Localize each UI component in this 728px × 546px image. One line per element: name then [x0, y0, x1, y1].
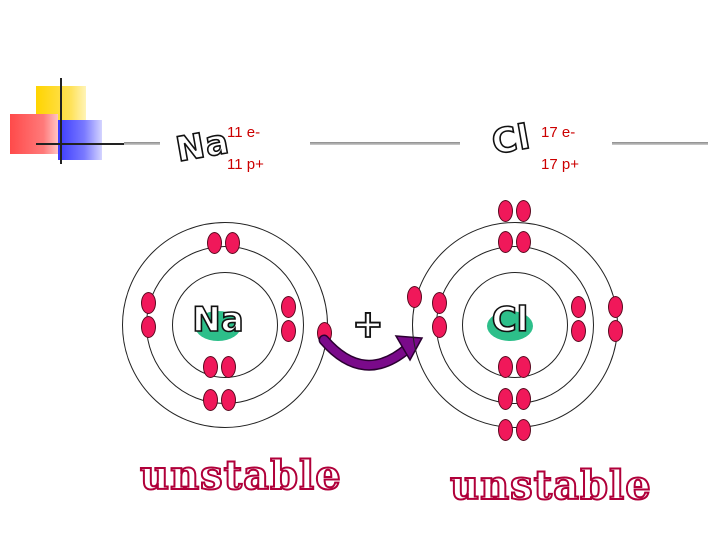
chlorine-electron — [608, 296, 623, 318]
header-rule-middle — [310, 142, 460, 145]
chlorine-electron — [608, 320, 623, 342]
chlorine-electron — [516, 356, 531, 378]
chlorine-proton-count: 17 p+ — [541, 156, 579, 173]
sodium-proton-count: 11 p+ — [227, 156, 264, 173]
sodium-electron — [203, 389, 218, 411]
chlorine-electron — [498, 200, 513, 222]
sodium-electron — [225, 232, 240, 254]
sodium-symbol: Na — [173, 122, 233, 171]
chlorine-electron — [516, 388, 531, 410]
sodium-electron — [221, 389, 236, 411]
chlorine-electron — [516, 419, 531, 441]
header-rule-right — [612, 142, 708, 145]
decor-blue-square — [58, 120, 102, 160]
sodium-electron — [281, 296, 296, 318]
chlorine-electron — [432, 316, 447, 338]
decor-red-square — [10, 114, 58, 154]
chlorine-electron — [516, 231, 531, 253]
chlorine-electron — [498, 231, 513, 253]
chlorine-electron — [498, 388, 513, 410]
chlorine-electron — [571, 320, 586, 342]
chlorine-electron — [516, 200, 531, 222]
chlorine-electron — [407, 286, 422, 308]
chlorine-electron — [432, 292, 447, 314]
decor-horizontal-line — [36, 143, 128, 145]
header-rule-left — [124, 142, 160, 145]
sodium-status-label: unstable — [140, 452, 342, 499]
decor-vertical-line — [60, 78, 62, 164]
sodium-electron — [203, 356, 218, 378]
chlorine-electron-count: 17 e- — [541, 124, 575, 141]
sodium-electron — [141, 316, 156, 338]
sodium-electron — [221, 356, 236, 378]
chlorine-electron — [498, 419, 513, 441]
sodium-electron — [207, 232, 222, 254]
chlorine-nucleus-label: Cl — [480, 300, 540, 340]
sodium-electron-count: 11 e- — [227, 124, 260, 141]
chlorine-status-label: unstable — [450, 462, 652, 509]
sodium-electron — [141, 292, 156, 314]
sodium-electron — [281, 320, 296, 342]
sodium-nucleus-label: Na — [190, 300, 246, 340]
chlorine-symbol: Cl — [489, 117, 534, 163]
chlorine-electron — [498, 356, 513, 378]
chlorine-electron — [571, 296, 586, 318]
